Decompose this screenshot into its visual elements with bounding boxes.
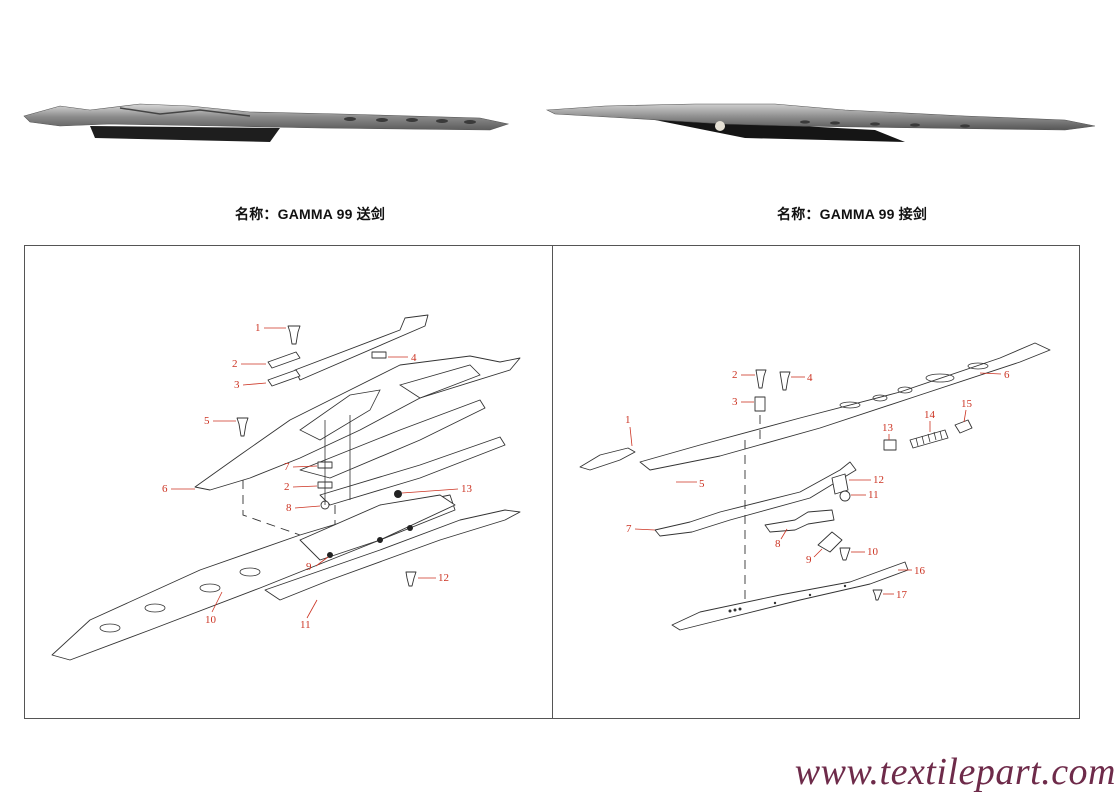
left-label-7: 7 bbox=[284, 461, 290, 473]
right-label-16: 16 bbox=[914, 565, 926, 577]
left-label-12: 12 bbox=[438, 572, 449, 584]
left-label-2a: 2 bbox=[232, 358, 238, 370]
right-callouts: 1 2 3 4 5 6 7 8 9 10 11 12 13 14 15 16 1… bbox=[625, 369, 1010, 601]
right-label-10: 10 bbox=[867, 546, 879, 558]
right-label-17: 17 bbox=[896, 589, 908, 601]
left-label-1: 1 bbox=[255, 322, 261, 334]
left-label-11: 11 bbox=[300, 619, 311, 631]
left-label-2b: 2 bbox=[284, 481, 290, 493]
caption-left-product: 名称：GAMMA 99 送剑 bbox=[235, 206, 386, 222]
right-label-6: 6 bbox=[1004, 369, 1010, 381]
right-label-8: 8 bbox=[775, 538, 781, 550]
left-label-13: 13 bbox=[461, 483, 473, 495]
left-label-6: 6 bbox=[162, 483, 168, 495]
right-label-7: 7 bbox=[626, 523, 632, 535]
photo-right-rapier bbox=[545, 98, 1105, 150]
left-label-5: 5 bbox=[204, 415, 210, 427]
left-label-3: 3 bbox=[234, 379, 240, 391]
left-callouts: 1 2 3 4 5 6 7 2 8 13 9 10 11 12 bbox=[162, 322, 473, 631]
left-label-4: 4 bbox=[411, 352, 417, 364]
website-watermark: www.textilepart.com bbox=[794, 751, 1116, 793]
right-label-12: 12 bbox=[873, 474, 884, 486]
right-label-9: 9 bbox=[806, 554, 812, 566]
panel-divider bbox=[552, 245, 553, 719]
right-label-5: 5 bbox=[699, 478, 705, 490]
left-label-10: 10 bbox=[205, 614, 217, 626]
left-label-8: 8 bbox=[286, 502, 292, 514]
right-label-3: 3 bbox=[732, 396, 738, 408]
right-label-11: 11 bbox=[868, 489, 879, 501]
left-label-9: 9 bbox=[306, 561, 312, 573]
photo-left-rapier bbox=[20, 98, 520, 148]
caption-right-product: 名称：GAMMA 99 接剑 bbox=[777, 206, 928, 222]
right-label-13: 13 bbox=[882, 422, 894, 434]
right-label-1: 1 bbox=[625, 414, 631, 426]
right-label-2: 2 bbox=[732, 369, 738, 381]
right-label-4: 4 bbox=[807, 372, 813, 384]
right-label-15: 15 bbox=[961, 398, 973, 410]
right-label-14: 14 bbox=[924, 409, 936, 421]
